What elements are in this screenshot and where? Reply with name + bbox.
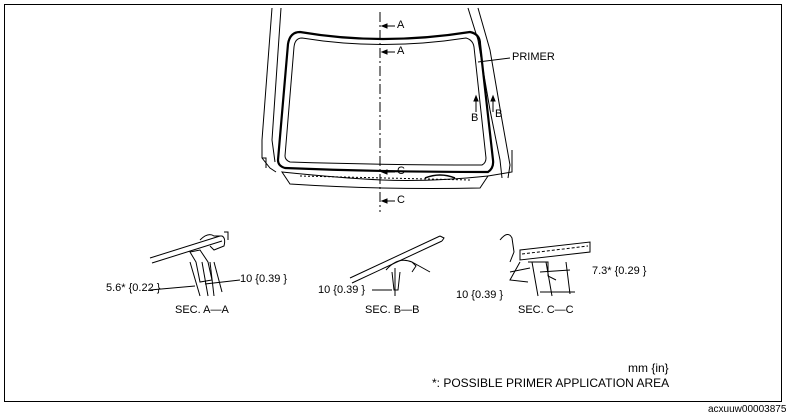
primer-footnote: *: POSSIBLE PRIMER APPLICATION AREA — [432, 376, 670, 390]
section-c-detail — [499, 234, 591, 297]
section-a-arrows — [380, 23, 395, 204]
label-c-upper: C — [397, 165, 405, 177]
label-b-right: B — [495, 108, 503, 120]
sec-c-dim1: 7.3* {0.29 } — [592, 265, 647, 277]
figure-code: acxuuw00003875 — [708, 404, 787, 415]
label-c-lower: C — [397, 194, 405, 206]
section-b-arrows — [473, 94, 496, 112]
sec-c-dim2: 10 {0.39 } — [456, 289, 504, 301]
sec-a-caption: SEC. A—A — [175, 304, 229, 316]
label-b-left: B — [471, 112, 479, 124]
section-b-detail — [349, 235, 445, 296]
sec-b-caption: SEC. B—B — [365, 304, 420, 316]
sec-a-dim1: 5.6* {0.22 } — [106, 282, 161, 294]
label-a-top: A — [397, 19, 405, 31]
sec-c-caption: SEC. C—C — [518, 304, 574, 316]
windshield-glass — [276, 30, 495, 189]
units-note: mm {in} — [628, 361, 669, 375]
sec-a-dim2: 10 {0.39 } — [240, 273, 288, 285]
diagram-frame — [4, 4, 782, 402]
section-a-detail — [149, 231, 241, 297]
primer-leader — [477, 57, 511, 63]
label-a-mid: A — [397, 45, 405, 57]
primer-label: PRIMER — [512, 51, 555, 63]
sec-b-dim1: 10 {0.39 } — [318, 284, 366, 296]
body-outline — [261, 7, 513, 179]
